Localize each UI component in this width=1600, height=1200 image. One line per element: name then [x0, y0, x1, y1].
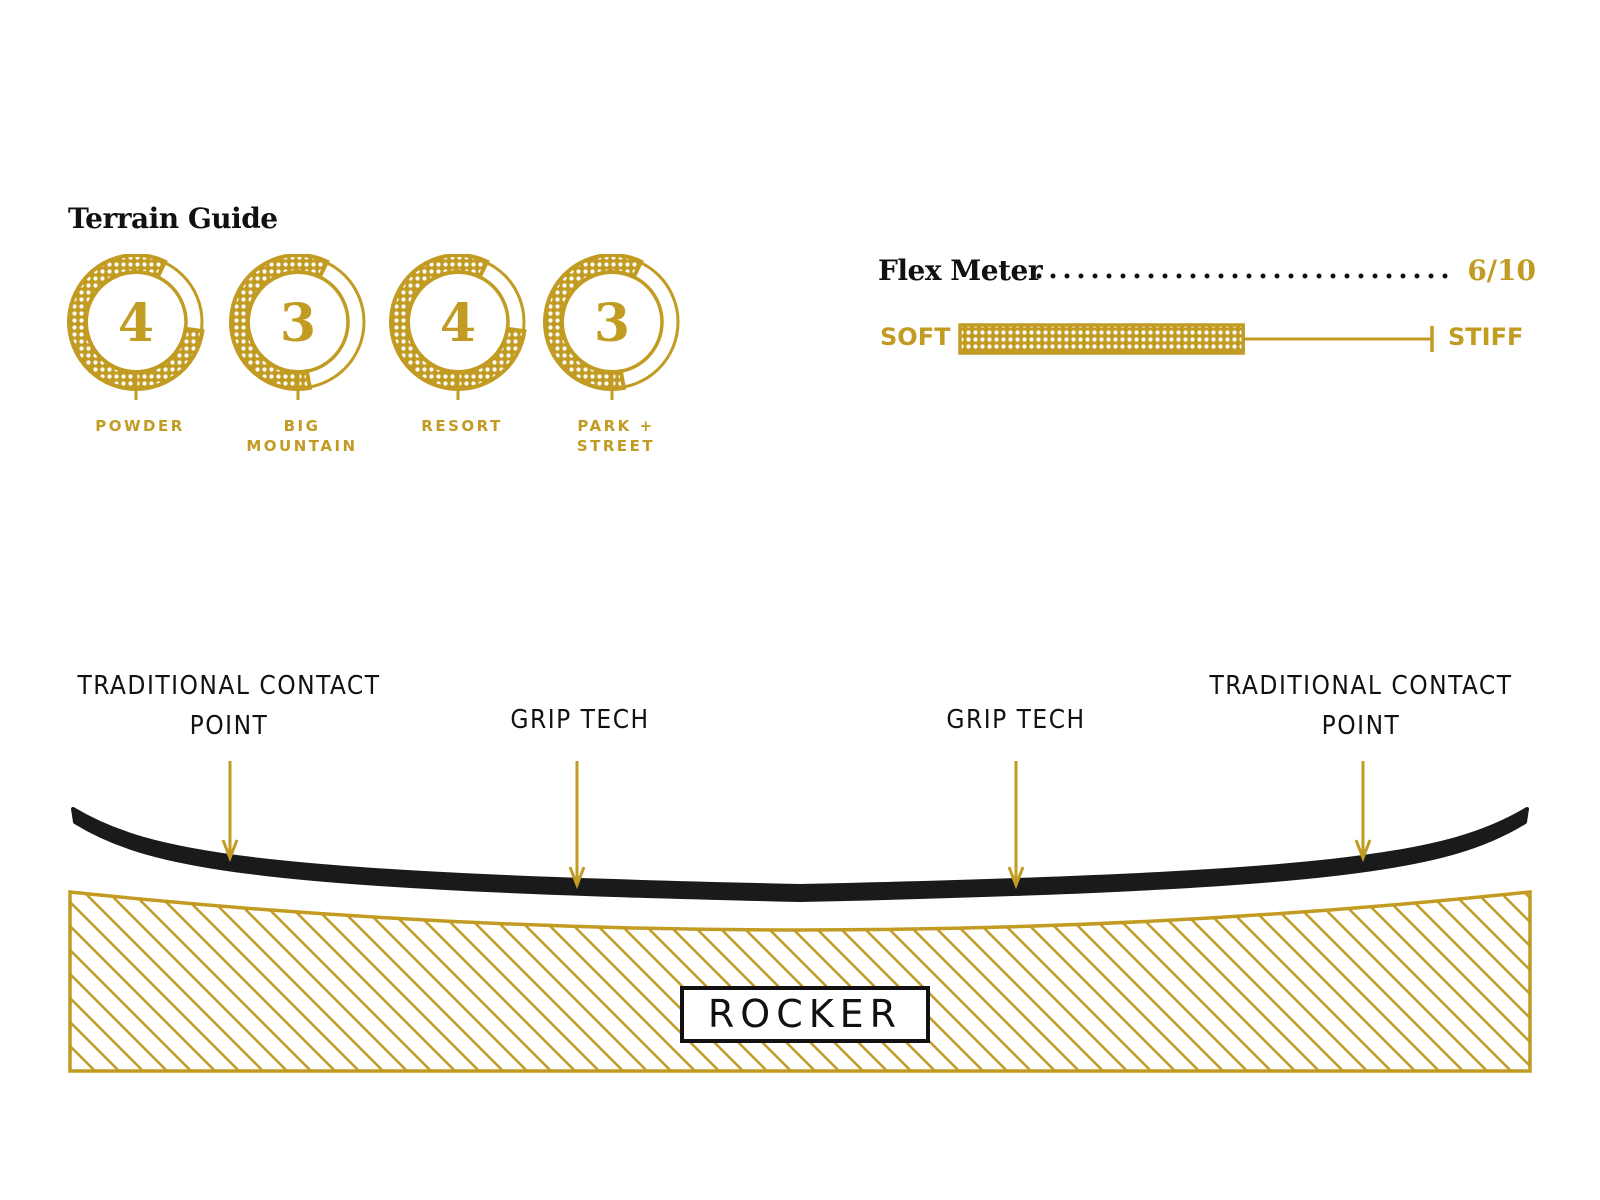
big-mountain-label: BIG MOUNTAIN — [246, 417, 358, 455]
rating-number: 4 — [118, 293, 154, 354]
flex-stiff-label: STIFF — [1448, 323, 1524, 351]
callout-arrow-traditional-left — [221, 761, 239, 863]
snowboard-profile — [71, 807, 1529, 902]
flex-meter-value: 6/10 — [1467, 254, 1536, 287]
flex-fill — [958, 323, 1245, 355]
flex-meter-bar — [958, 323, 1434, 355]
resort-label: RESORT — [421, 417, 503, 435]
park-street-label: PARK + STREET — [576, 417, 656, 455]
rating-number: 3 — [280, 293, 316, 354]
flex-meter-title: Flex Meter — [878, 254, 1043, 287]
callout-arrow-grip-tech-right — [1007, 761, 1025, 890]
callout-arrow-traditional-right — [1354, 761, 1372, 863]
terrain-guide-title: Terrain Guide — [68, 202, 278, 235]
resort-rating-gauge: 4 — [386, 253, 536, 404]
park-street-rating-gauge: 3 — [540, 253, 690, 404]
callout-grip-tech-right: GRIP TECH — [946, 705, 1086, 735]
terrain-base-outline — [68, 890, 1532, 1073]
callout-traditional-contact-point-left: TRADITIONAL CONTACT POINT — [77, 671, 381, 741]
callout-traditional-contact-point-right: TRADITIONAL CONTACT POINT — [1209, 671, 1513, 741]
rating-number: 4 — [440, 293, 476, 354]
rocker-profile-diagram: ROCKER — [68, 761, 1532, 1073]
callout-grip-tech-left: GRIP TECH — [510, 705, 650, 735]
big-mountain-rating-gauge: 3 — [226, 253, 376, 404]
powder-rating-gauge: 4 — [64, 253, 214, 404]
powder-label: POWDER — [95, 417, 185, 435]
flex-meter-leader-dots — [1036, 273, 1455, 279]
rating-number: 3 — [594, 293, 630, 354]
callout-arrow-grip-tech-left — [568, 761, 586, 890]
flex-soft-label: SOFT — [880, 323, 951, 351]
rocker-label: ROCKER — [708, 992, 902, 1036]
rocker-label-box — [680, 986, 930, 1043]
